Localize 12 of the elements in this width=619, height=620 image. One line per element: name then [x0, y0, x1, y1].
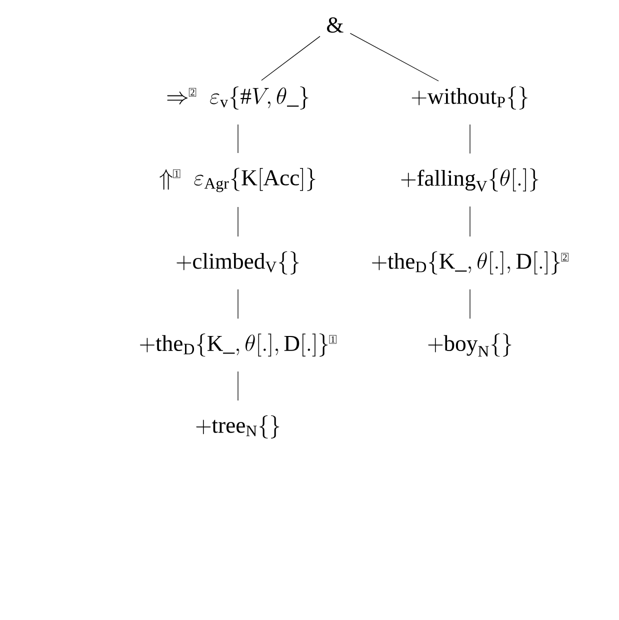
tree-node-label: $\Rightarrow^{\fbox{\scriptsize 2}}\;\varepsilon_{\mathrm{v}}\{\#V,\theta\_\}$	[167, 86, 308, 110]
tree-node-label: $+\mathrm{without}_{\mathrm{P}}\{\}$	[412, 86, 528, 110]
branch-line	[350, 32, 439, 82]
tree-node-label: $+\mathrm{falling}_{\mathrm{V}}\{\theta[.]\}$	[401, 168, 538, 192]
root-symbol: &	[326, 17, 344, 33]
tree-node-label: $+\mathrm{climbed}_{\mathrm{V}}\{\}$	[176, 251, 299, 274]
branch-line	[261, 36, 320, 81]
tree-node-label: $+\mathrm{boy}_{\mathrm{N}}\{\}$	[428, 334, 512, 357]
tree-node-label: $\Uparrow^{\fbox{\scriptsize 1}}\;\varepsilon_{\mathrm{Agr}}\{\mathrm{K[Acc]}\}$	[160, 168, 316, 192]
tree-node-label: $+\mathrm{the}_{\mathrm{D}}\{\mathrm{K}\_,\theta[.],\mathrm{D}[.]\}^{\fbox{\scriptsize 1}}$	[140, 334, 336, 357]
tree-node-label: $+\mathrm{the}_{\mathrm{D}}\{\mathrm{K}\_,\theta[.],\mathrm{D}[.]\}^{\fbox{\scriptsize 2}}$	[372, 251, 568, 274]
tree-node-label: $+\mathrm{tree}_{\mathrm{N}}\{\}$	[196, 415, 280, 438]
